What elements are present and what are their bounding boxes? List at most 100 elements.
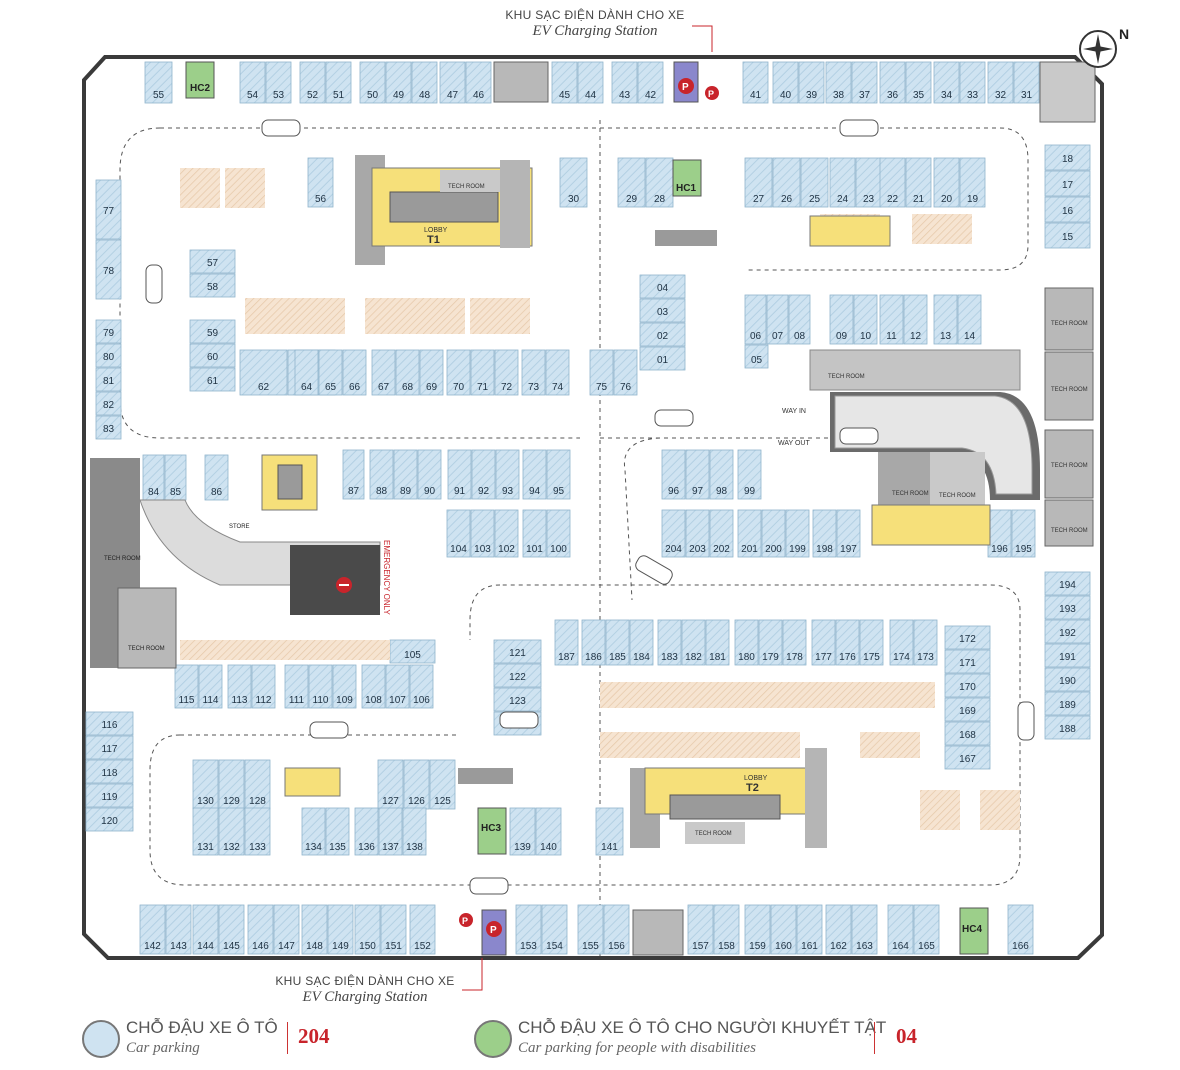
stall-number: 77 [103,206,115,217]
parking-stall [265,61,292,104]
motorbike-zone [365,298,465,334]
motorbike-zone [600,732,800,758]
parking-stall [95,367,122,392]
parking-stall [944,649,991,674]
parking-stall [681,619,706,666]
stall-number: 104 [450,544,467,555]
parking-stall [637,61,664,104]
stall-number: 18 [1062,154,1074,165]
tech-room-ramp-label: TECH ROOM [828,374,865,380]
tech-room-left-label-2: TECH ROOM [128,646,165,652]
parking-stall [192,904,219,955]
disabled-parking-markers: HC2 HC1 HC3 HC4 [185,61,989,955]
parking-stall [1044,691,1091,716]
parking-stall [933,61,960,104]
parking-stall [944,745,991,770]
stall-number: 09 [836,331,848,342]
parking-stall [879,61,906,104]
stall-number: 161 [801,941,818,952]
parking-stall [944,625,991,650]
parking-stall [251,664,276,709]
stall-number: 42 [645,90,657,101]
lobby-t2-label: LOBBY [744,775,768,782]
hc1-label: HC1 [676,183,696,194]
stall-number: 108 [365,695,382,706]
stall-number: 181 [709,652,726,663]
emergency-only-label: EMERGENCY ONLY [382,540,391,615]
parking-stall [687,904,714,955]
parking-stall [494,509,519,558]
motorbike-zone [245,298,345,334]
stall-number: 03 [657,307,669,318]
hc3-label: HC3 [481,823,501,834]
parking-stall [709,449,734,500]
parking-stall [829,294,854,345]
parking-stall [294,349,319,396]
stall-number: 114 [203,695,219,706]
tech-room-label-a: TECH ROOM [892,491,929,497]
ev-charging-label-bottom: KHU SẠC ĐIỆN DÀNH CHO XE EV Charging Sta… [270,974,460,1006]
parking-stall [1011,509,1036,558]
motorbike-zone [180,640,390,660]
parking-stall [239,349,288,396]
parking-stall [545,349,570,396]
legend-car-count: 204 [298,1024,330,1048]
stall-number: 150 [359,941,376,952]
stall-number: 105 [404,650,421,661]
parking-stall [244,807,271,856]
motorbike-zone [912,214,972,244]
parking-stall [944,697,991,722]
legend-disabled-parking: CHỖ ĐẬU XE Ô TÔ CHO NGƯỜI KHUYẾT TẬT Car… [474,1016,954,1066]
stall-number: 130 [197,796,214,807]
parking-stall [734,619,759,666]
stall-number: 110 [313,695,329,706]
parking-stall [493,639,542,664]
stall-number: 116 [102,720,118,731]
stall-number: 198 [816,544,833,555]
hc4-label: HC4 [962,924,982,935]
stall-number: 172 [959,634,976,645]
stall-number: 157 [692,941,709,952]
stall-number: 98 [716,486,728,497]
parking-stall [905,61,932,104]
parking-stall [494,349,519,396]
parking-stall [744,294,767,345]
stall-number: 119 [102,792,118,803]
stall-number: 191 [1059,652,1076,663]
parking-stall [515,904,542,955]
parking-stall [244,759,271,810]
parking-stall [385,61,412,104]
wheelchair-icon [474,1020,512,1058]
parking-stall [1044,571,1091,596]
stall-number: 142 [144,941,161,952]
stall-number: 47 [447,90,459,101]
parking-stall [782,619,807,666]
stall-number: 53 [273,90,285,101]
stall-number: 170 [959,682,976,693]
stall-number: 176 [839,652,856,663]
car-icon [309,721,349,739]
parking-stall [247,904,274,955]
parking-stall [218,904,245,955]
stall-number: 136 [358,842,375,853]
parking-stall [772,157,801,208]
parking-stall [239,61,266,104]
parking-stall [744,344,769,369]
parking-stall [446,349,471,396]
stall-number: 87 [348,486,360,497]
stall-number: 135 [329,842,346,853]
stall-number: 50 [367,90,379,101]
stall-number: 184 [633,652,650,663]
parking-stall [307,157,334,208]
stall-number: 60 [207,352,219,363]
car-icon [635,555,673,585]
parking-stall [798,61,825,104]
tech-room-t1-label: TECH ROOM [448,184,485,190]
stall-number: 39 [806,90,818,101]
parking-stall [85,759,134,784]
parking-stall [318,349,343,396]
stall-number: 138 [406,842,423,853]
tech-room-t2-label: TECH ROOM [695,831,732,837]
